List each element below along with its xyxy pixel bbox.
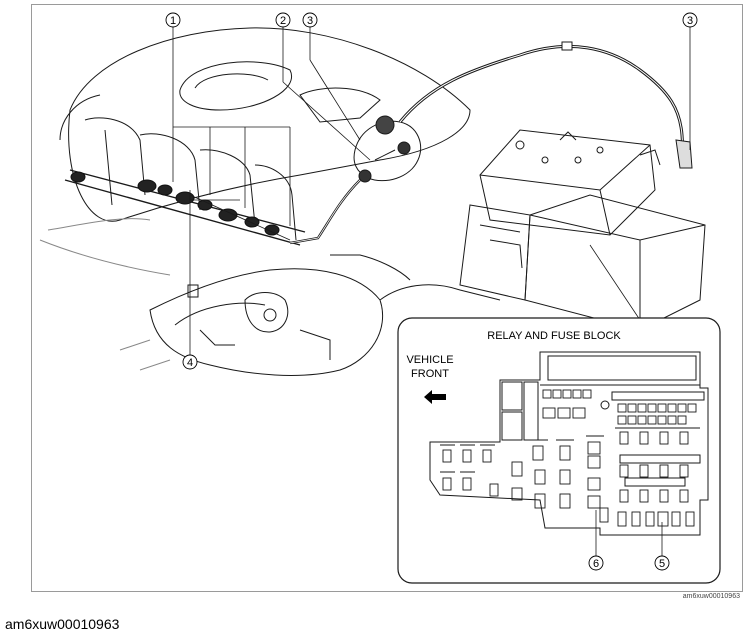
callout-2: 2: [275, 12, 291, 28]
svg-text:3: 3: [687, 15, 693, 27]
svg-text:4: 4: [187, 357, 193, 369]
svg-text:1: 1: [170, 15, 176, 27]
callout-6: 6: [588, 555, 604, 571]
relay-fuse-block: [459, 194, 706, 331]
leader-lines: [172, 27, 691, 355]
inset-title: RELAY AND FUSE BLOCK: [487, 330, 621, 342]
svg-text:5: 5: [659, 558, 665, 570]
battery: [479, 129, 661, 236]
figure-code-small: am6xuw00010963: [682, 593, 740, 600]
svg-text:3: 3: [307, 15, 313, 27]
callout-3-right: 3: [682, 12, 698, 28]
vehicle-front-label-1: VEHICLE: [406, 354, 453, 366]
inset-leader-lines: [595, 510, 663, 556]
vehicle-front-label-2: FRONT: [411, 368, 449, 380]
svg-text:6: 6: [593, 558, 599, 570]
vehicle-front-arrow-icon: [424, 390, 446, 404]
engine-cover: [59, 27, 471, 222]
callouts: 1 2 3 3 4: [165, 12, 698, 370]
fuse-slots: [440, 389, 700, 527]
figure-caption: am6xuw00010963: [5, 616, 120, 632]
high-pressure-fuel-pump: [353, 115, 422, 183]
lower-engine: [119, 254, 501, 376]
fuel-hose: [289, 41, 693, 245]
callout-1: 1: [165, 12, 181, 28]
callout-5: 5: [654, 555, 670, 571]
callout-3-left: 3: [302, 12, 318, 28]
fuse-block-outline: [429, 351, 709, 536]
svg-text:2: 2: [280, 15, 286, 27]
fuel-injectors: [70, 171, 280, 236]
callout-4: 4: [182, 354, 198, 370]
fuel-rail: [39, 117, 306, 276]
inset-relay-fuse-block: RELAY AND FUSE BLOCK VEHICLE FRONT: [397, 317, 721, 584]
